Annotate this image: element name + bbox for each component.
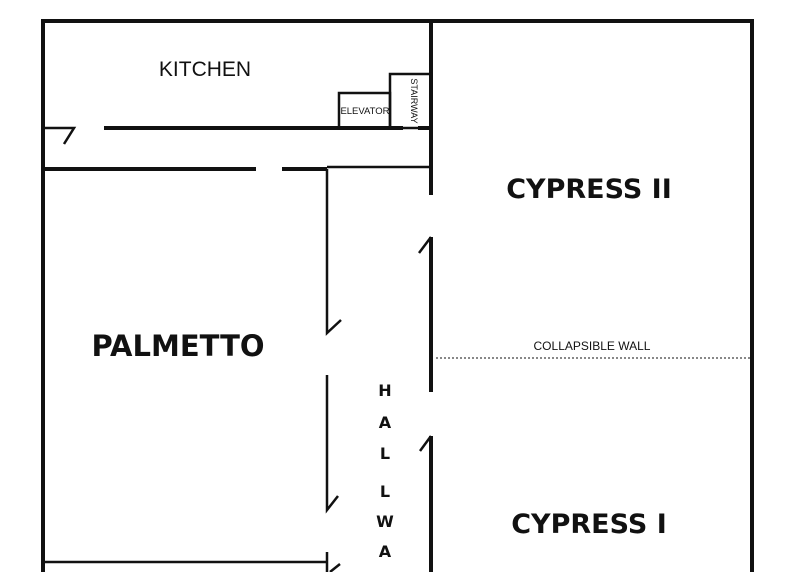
collapsible-wall-label: COLLAPSIBLE WALL (534, 339, 651, 353)
hallway-letter: A (379, 413, 392, 432)
hallway-letter: L (380, 444, 390, 463)
hallway-letter: A (379, 542, 392, 561)
door-swing (418, 435, 433, 452)
cypress-2-label: CYPRESS II (506, 174, 672, 205)
palmetto-wall (325, 169, 342, 336)
hallway-letter: L (380, 482, 390, 501)
hallway-letter: H (378, 381, 391, 400)
hallway-label: H A L L W A (376, 381, 394, 561)
door-swing (418, 236, 432, 254)
kitchen-door (43, 126, 77, 145)
kitchen-label: KITCHEN (159, 58, 251, 81)
hallway-letter: W (376, 512, 394, 531)
elevator-label: ELEVATOR (340, 106, 389, 117)
walls (41, 19, 754, 572)
cypress-1-label: CYPRESS I (511, 509, 667, 540)
palmetto-label: PALMETTO (91, 329, 264, 363)
outer-wall (41, 19, 754, 572)
lower-room-wall (43, 552, 341, 572)
stairway-box (388, 72, 433, 130)
stairway-label: STAIRWAY (409, 78, 419, 123)
palmetto-wall (325, 375, 339, 514)
